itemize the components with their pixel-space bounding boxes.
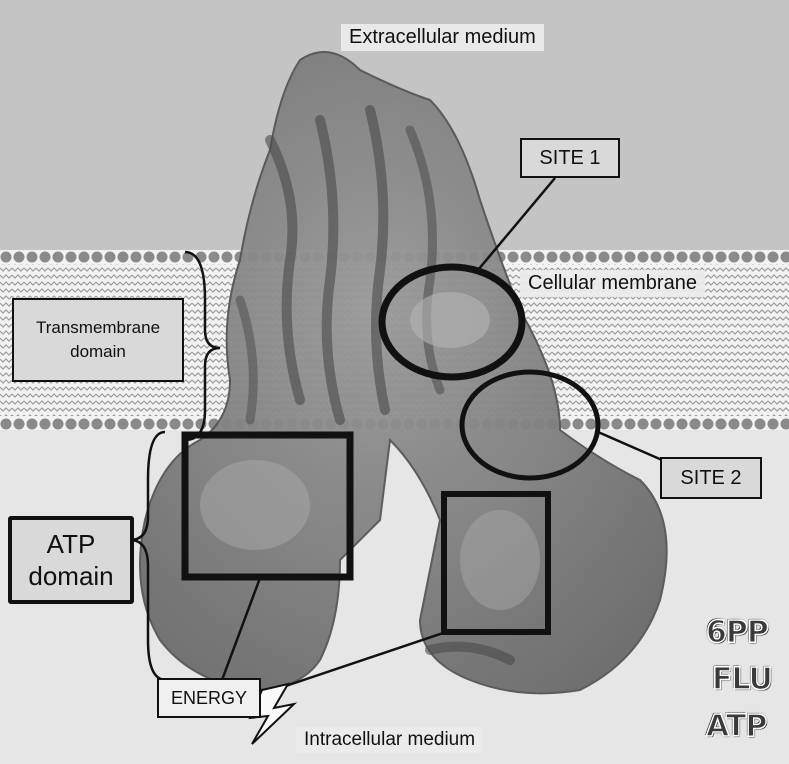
membrane-bead <box>741 251 753 263</box>
intracellular-label: Intracellular medium <box>296 727 484 753</box>
energy-label: ENERGY <box>157 678 261 718</box>
membrane-bead <box>728 251 740 263</box>
membrane-bead <box>702 418 714 430</box>
membrane-bead <box>13 418 25 430</box>
membrane-bead <box>78 251 90 263</box>
membrane-bead <box>676 251 688 263</box>
membrane-bead <box>65 418 77 430</box>
membrane-bead <box>533 251 545 263</box>
membrane-bead <box>702 251 714 263</box>
legend-atp: ATP <box>705 708 768 745</box>
membrane-bead <box>39 418 51 430</box>
membrane-bead <box>663 418 675 430</box>
membrane-bead <box>715 418 727 430</box>
membrane-bead <box>780 418 789 430</box>
atp-site-right-box <box>441 491 551 635</box>
membrane-bead <box>39 251 51 263</box>
membrane-bead <box>741 418 753 430</box>
atp-domain-label: ATP domain <box>8 516 134 604</box>
membrane-bead <box>637 418 649 430</box>
membrane-bead <box>559 418 571 430</box>
extracellular-label: Extracellular medium <box>341 24 544 51</box>
membrane-bead <box>624 418 636 430</box>
membrane-bead <box>221 251 233 263</box>
membrane-bead <box>715 251 727 263</box>
membrane-bead <box>91 418 103 430</box>
membrane-bead <box>104 251 116 263</box>
membrane-bead <box>650 418 662 430</box>
membrane-bead <box>676 418 688 430</box>
legend-6pp: 6PP <box>705 614 769 651</box>
membrane-bead <box>52 251 64 263</box>
membrane-bead <box>156 418 168 430</box>
membrane-bead <box>182 418 194 430</box>
membrane-bead <box>663 251 675 263</box>
membrane-bead <box>754 418 766 430</box>
membrane-bead <box>143 418 155 430</box>
membrane-bead <box>208 251 220 263</box>
membrane-bead <box>611 418 623 430</box>
membrane-bead <box>780 251 789 263</box>
membrane-bead <box>0 251 12 263</box>
atp-site-left-box <box>181 431 354 581</box>
membrane-bead <box>156 251 168 263</box>
membrane-bead <box>637 251 649 263</box>
site-2-circle <box>459 369 601 481</box>
membrane-bead <box>598 251 610 263</box>
membrane-bead <box>754 251 766 263</box>
membrane-bead <box>559 251 571 263</box>
transmembrane-domain-label: Transmembrane domain <box>12 298 184 382</box>
membrane-bead <box>130 418 142 430</box>
membrane-bead <box>767 418 779 430</box>
membrane-bead <box>572 251 584 263</box>
membrane-bead <box>546 251 558 263</box>
membrane-bead <box>130 251 142 263</box>
membrane-bead <box>689 418 701 430</box>
membrane-bead <box>78 418 90 430</box>
membrane-bead <box>52 418 64 430</box>
membrane-bead <box>767 251 779 263</box>
membrane-bead <box>13 251 25 263</box>
membrane-bead <box>65 251 77 263</box>
membrane-bead <box>117 251 129 263</box>
membrane-bead <box>26 251 38 263</box>
membrane-bead <box>169 418 181 430</box>
site-1-label: SITE 1 <box>520 138 620 178</box>
legend-flu: FLU <box>711 661 773 698</box>
membrane-bead <box>611 251 623 263</box>
membrane-bead <box>650 251 662 263</box>
membrane-bead <box>169 251 181 263</box>
membrane-bead <box>117 418 129 430</box>
membrane-bead <box>585 251 597 263</box>
site-2-label: SITE 2 <box>660 457 762 499</box>
membrane-bead <box>689 251 701 263</box>
membrane-bead <box>598 418 610 430</box>
membrane-bead <box>507 251 519 263</box>
membrane-bead <box>520 251 532 263</box>
membrane-bead <box>572 418 584 430</box>
membrane-bead <box>26 418 38 430</box>
membrane-bead <box>104 418 116 430</box>
membrane-bead <box>0 418 12 430</box>
membrane-bead <box>728 418 740 430</box>
membrane-label: Cellular membrane <box>520 270 705 297</box>
membrane-bead <box>91 251 103 263</box>
membrane-bead <box>143 251 155 263</box>
membrane-bead <box>624 251 636 263</box>
site-1-circle <box>378 263 526 381</box>
membrane-bead <box>585 418 597 430</box>
